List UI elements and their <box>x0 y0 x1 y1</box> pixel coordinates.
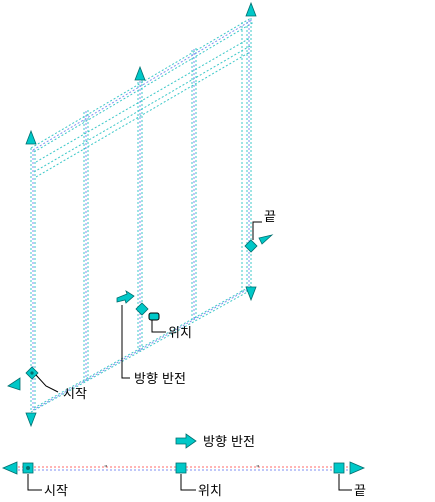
wall-end-label: 끝 <box>264 210 276 225</box>
svg-text:": " <box>256 464 260 473</box>
flip-leader-line <box>121 305 130 379</box>
end-leader-line <box>252 221 262 240</box>
triangle-arrow-icon[interactable] <box>25 412 37 428</box>
diamond-grip-icon[interactable] <box>135 302 149 316</box>
wall-flip-label: 방향 반전 <box>134 372 186 387</box>
wall-start-label: 시작 <box>63 387 87 402</box>
top-extent-grips[interactable] <box>25 1 257 145</box>
plan-start-leader-line <box>27 474 42 491</box>
triangle-arrow-icon[interactable] <box>349 461 366 475</box>
location-leader-line <box>151 320 166 333</box>
plan-location-leader-line <box>180 474 196 491</box>
wall-end-grip[interactable] <box>244 234 274 253</box>
triangle-arrow-icon[interactable] <box>7 377 21 391</box>
wall-start-grip[interactable] <box>7 366 39 391</box>
plan-start-label: 시작 <box>44 484 68 499</box>
plan-location-grip[interactable] <box>175 462 187 474</box>
triangle-arrow-icon[interactable] <box>258 234 274 245</box>
arrow-right-icon[interactable] <box>116 290 135 304</box>
wall-location-label: 위치 <box>168 326 192 341</box>
wall-flip-grip[interactable] <box>116 290 135 304</box>
plan-line: " " <box>18 464 355 473</box>
plan-end-label: 끝 <box>354 484 366 499</box>
curtain-wall <box>30 17 255 413</box>
plan-flip-label: 방향 반전 <box>203 435 255 450</box>
triangle-arrow-icon[interactable] <box>245 1 257 17</box>
plan-flip-grip[interactable] <box>175 433 197 449</box>
plan-end-leader-line <box>338 474 352 491</box>
arrow-right-icon[interactable] <box>175 433 197 449</box>
plan-end-grip[interactable] <box>333 462 345 474</box>
triangle-arrow-icon[interactable] <box>1 461 18 475</box>
triangle-arrow-icon[interactable] <box>25 129 37 145</box>
diamond-grip-icon[interactable] <box>244 239 258 253</box>
start-leader-line <box>35 374 59 393</box>
rounded-rect-marker-icon[interactable] <box>148 312 160 321</box>
triangle-arrow-icon[interactable] <box>245 286 257 302</box>
wall-location-grip[interactable] <box>135 302 160 321</box>
plan-start-grip[interactable] <box>22 462 34 474</box>
triangle-arrow-icon[interactable] <box>134 65 146 81</box>
svg-text:": " <box>104 464 108 473</box>
plan-location-label: 위치 <box>198 484 222 499</box>
bottom-extent-grips[interactable] <box>25 286 257 428</box>
